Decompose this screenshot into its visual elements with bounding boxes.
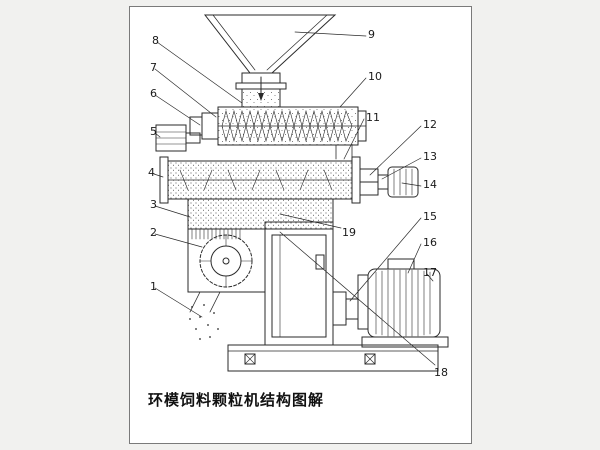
callout-7: 7 <box>150 61 157 74</box>
pellet-chamber <box>187 228 266 313</box>
callout-5: 5 <box>150 125 157 138</box>
callout-2: 2 <box>150 226 157 239</box>
callout-15: 15 <box>423 210 437 223</box>
base-frame <box>227 344 439 372</box>
transition-chute <box>187 198 334 230</box>
diagram-frame: 1 2 3 4 5 6 7 8 9 10 11 12 13 14 15 16 1… <box>129 6 472 444</box>
main-coupling <box>332 291 359 326</box>
callout-6: 6 <box>150 87 157 100</box>
conditioner <box>159 156 361 204</box>
callout-18: 18 <box>434 366 448 379</box>
callout-3: 3 <box>150 198 157 211</box>
callout-1: 1 <box>150 280 157 293</box>
callout-19: 19 <box>342 226 356 239</box>
callout-12: 12 <box>423 118 437 131</box>
callout-11: 11 <box>366 111 380 124</box>
callout-4: 4 <box>148 166 155 179</box>
callout-16: 16 <box>423 236 437 249</box>
leader-lines <box>153 31 436 366</box>
feeder-screw <box>189 106 367 160</box>
hopper <box>203 14 337 108</box>
conditioner-drive <box>359 166 419 198</box>
callout-9: 9 <box>368 28 375 41</box>
callout-labels: 1 2 3 4 5 6 7 8 9 10 11 12 13 14 15 16 1… <box>148 28 448 379</box>
callout-14: 14 <box>423 178 437 191</box>
callout-17: 17 <box>423 266 437 279</box>
figure-caption: 环模饲料颗粒机结构图解 <box>148 391 325 409</box>
callout-13: 13 <box>423 150 437 163</box>
main-motor <box>357 258 449 348</box>
feeder-motor <box>155 124 201 152</box>
pellet-mill-drawing: 1 2 3 4 5 6 7 8 9 10 11 12 13 14 15 16 1… <box>148 14 449 379</box>
callout-8: 8 <box>152 34 159 47</box>
gear-column <box>264 221 334 346</box>
callout-10: 10 <box>368 70 382 83</box>
pellet-stream <box>189 304 219 340</box>
